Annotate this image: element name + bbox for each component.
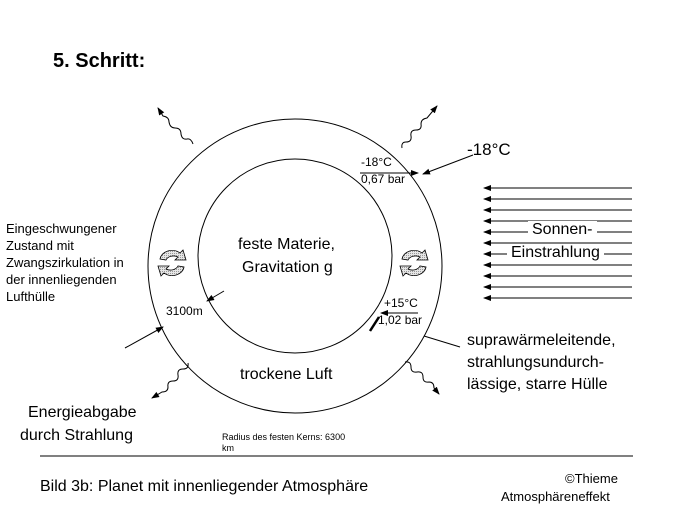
outer-shell-circle: [147, 118, 443, 414]
shell-pointer-line: [423, 335, 461, 348]
core-label-1: feste Materie,: [238, 236, 335, 253]
state-line: Zustand mit: [6, 238, 74, 253]
sun-rays: [483, 185, 632, 301]
thickness-arrow: [206, 290, 225, 302]
top-temperature-label: -18°C: [361, 155, 392, 169]
figure-caption: Bild 3b: Planet mit innenliegender Atmos…: [40, 478, 369, 495]
core-label-2: Gravitation g: [242, 259, 333, 276]
top-pressure-label: 0,67 bar: [361, 172, 406, 186]
bottom-temperature-label: +15°C: [384, 296, 418, 310]
state-line: Zwangszirkulation in: [6, 255, 124, 270]
state-description: Eingeschwungener Zustand mit Zwangszirku…: [6, 220, 124, 305]
radius-note-1: Radius des festen Kerns: 6300: [222, 432, 346, 442]
radiation-wave-arrow-icon: [157, 107, 194, 145]
incoming-arrow-top: [422, 154, 474, 175]
shell-line: suprawärmeleitende,: [467, 332, 616, 349]
radiation-wave-arrow-icon: [401, 105, 438, 149]
energy-label-1: Energieabgabe: [28, 404, 137, 421]
circulation-arrows-icon: [399, 249, 429, 277]
shell-line: strahlungsundurch-: [467, 354, 604, 371]
state-line: Lufthülle: [6, 289, 56, 304]
credit-line-2: Atmosphäreneffekt: [501, 489, 610, 504]
inner-core-circle: [197, 158, 393, 354]
state-line: Eingeschwungener: [6, 221, 117, 236]
energy-label-2: durch Strahlung: [20, 427, 133, 444]
step-title: 5. Schritt:: [53, 50, 146, 72]
credit-line-1: ©Thieme: [565, 471, 618, 486]
radiation-wave-arrow-icon: [404, 361, 440, 395]
circulation-arrows-icon: [157, 249, 187, 277]
thickness-label: 3100m: [166, 304, 203, 318]
sun-label-2: Einstrahlung: [507, 244, 604, 263]
outer-temperature-label: -18°C: [467, 140, 511, 159]
radius-note-2: km: [222, 443, 234, 453]
radiation-wave-arrow-icon: [151, 362, 189, 399]
state-line: der innenliegenden: [6, 272, 117, 287]
air-label: trockene Luft: [240, 366, 333, 383]
shell-description: suprawärmeleitende, strahlungsundurch- l…: [467, 330, 616, 396]
bottom-pressure-label: 1,02 bar: [378, 313, 423, 327]
surface-marker: [368, 316, 381, 332]
incoming-arrow-left: [124, 326, 164, 349]
sun-label-1: Sonnen-: [528, 221, 597, 240]
shell-line: lässige, starre Hülle: [467, 376, 608, 393]
